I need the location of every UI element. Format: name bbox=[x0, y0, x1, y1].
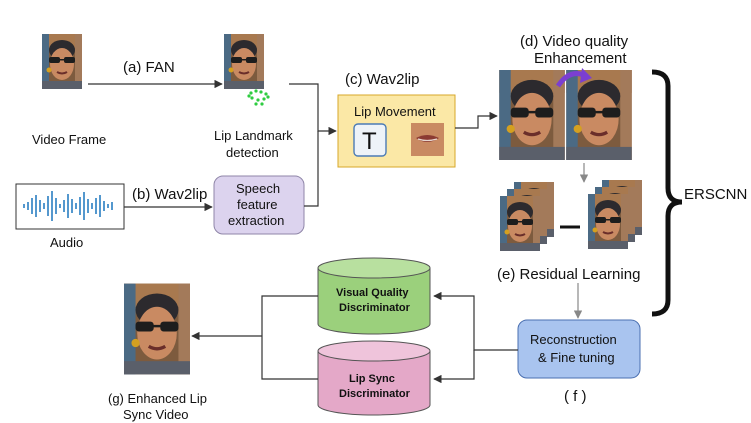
vq-disc-label-1: Visual Quality bbox=[336, 287, 409, 299]
ls-disc-label-2: Discriminator bbox=[339, 388, 411, 400]
lip-landmark-image bbox=[224, 34, 264, 89]
residual-stack-right bbox=[588, 180, 642, 249]
wav2lip-b-label: (b) Wav2lip bbox=[132, 186, 207, 203]
audio-label: Audio bbox=[50, 235, 83, 250]
recon-label-1: Reconstruction bbox=[530, 332, 617, 347]
connector-discriminators bbox=[261, 295, 318, 380]
erscnn-label: ERSCNN bbox=[684, 186, 747, 203]
wav2lip-c-label: (c) Wav2lip bbox=[345, 71, 419, 88]
vq-disc-label-2: Discriminator bbox=[339, 302, 411, 314]
enhanced-label-2: Sync Video bbox=[123, 407, 189, 422]
arrow-wav2lip-to-vqe bbox=[455, 111, 498, 129]
recon-label-2: & Fine tuning bbox=[538, 350, 615, 365]
enhanced-label-1: (g) Enhanced Lip bbox=[108, 391, 207, 406]
enhance-curved-arrow-head bbox=[580, 68, 592, 83]
erscnn-brace bbox=[651, 69, 683, 317]
visual-quality-discriminator bbox=[317, 257, 431, 335]
reconstruction-box bbox=[517, 319, 641, 379]
vqe-title-1: (d) Video quality bbox=[520, 33, 629, 50]
vqe-title-2: Enhancement bbox=[534, 50, 627, 67]
vqe-input-image bbox=[499, 70, 565, 160]
lip-landmark-points bbox=[247, 89, 270, 106]
speech-label-1: Speech bbox=[236, 181, 280, 196]
lip-landmark-label-2: detection bbox=[226, 145, 279, 160]
video-frame-image bbox=[42, 34, 82, 89]
vqe-output-image bbox=[566, 70, 632, 160]
arrow-landmark-to-wav2lip bbox=[289, 83, 337, 136]
fan-label: (a) FAN bbox=[123, 59, 175, 76]
lip-movement-label: Lip Movement bbox=[354, 104, 436, 119]
lip-sync-discriminator bbox=[317, 340, 431, 416]
speech-feature-box bbox=[213, 175, 305, 235]
text-icon-glyph: T bbox=[362, 128, 377, 155]
audio-waveform-icon bbox=[23, 191, 113, 221]
arrow-recon-to-ls-disc bbox=[433, 350, 475, 384]
connector-speech-to-wav2lip bbox=[304, 131, 319, 207]
lip-landmark-label-1: Lip Landmark bbox=[214, 128, 293, 143]
text-icon bbox=[353, 123, 387, 157]
lip-crop-image bbox=[411, 123, 444, 156]
speech-label-3: extraction bbox=[228, 213, 284, 228]
f-label: ( f ) bbox=[564, 388, 587, 405]
residual-label: (e) Residual Learning bbox=[497, 266, 640, 283]
video-frame-label: Video Frame bbox=[32, 132, 106, 147]
enhanced-video-image bbox=[124, 281, 190, 377]
ls-disc-label-1: Lip Sync bbox=[349, 373, 395, 385]
speech-label-2: feature bbox=[237, 197, 277, 212]
residual-stack-left bbox=[500, 182, 554, 251]
arrow-recon-to-vq-disc bbox=[433, 291, 518, 351]
